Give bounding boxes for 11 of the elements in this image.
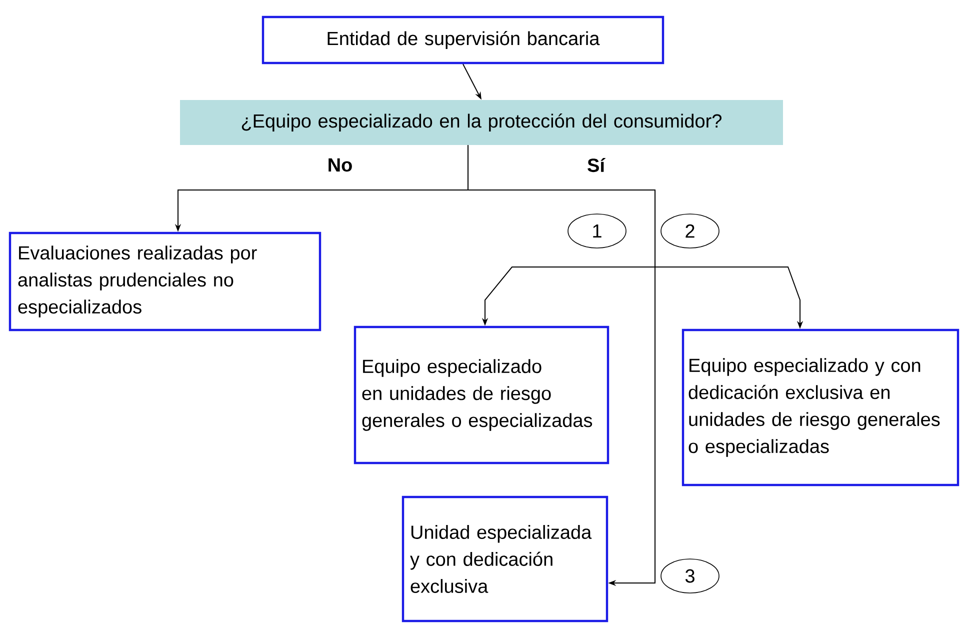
- edge-label: No: [328, 158, 352, 172]
- process-box: Evaluaciones realizadas por analistas prudenciales no especializados: [8, 232, 322, 332]
- process-box: Equipo especializado en unidades de riesgo generales o especializadas: [354, 326, 610, 464]
- edge-label: Sí: [588, 158, 606, 172]
- number-oval: 1: [568, 214, 626, 248]
- number-oval: 3: [660, 558, 720, 594]
- process-box: Entidad de supervisión bancaria: [262, 16, 664, 64]
- number-oval: 2: [660, 214, 720, 248]
- process-box: Equipo especializado y con dedicación exclusiva en unidades de riesgo generales o especializadas: [682, 328, 960, 486]
- question-band: ¿Equipo especializado en la protección del consumidor?: [180, 100, 783, 145]
- process-box: Unidad especializada y con dedicación exclusiva: [402, 496, 608, 622]
